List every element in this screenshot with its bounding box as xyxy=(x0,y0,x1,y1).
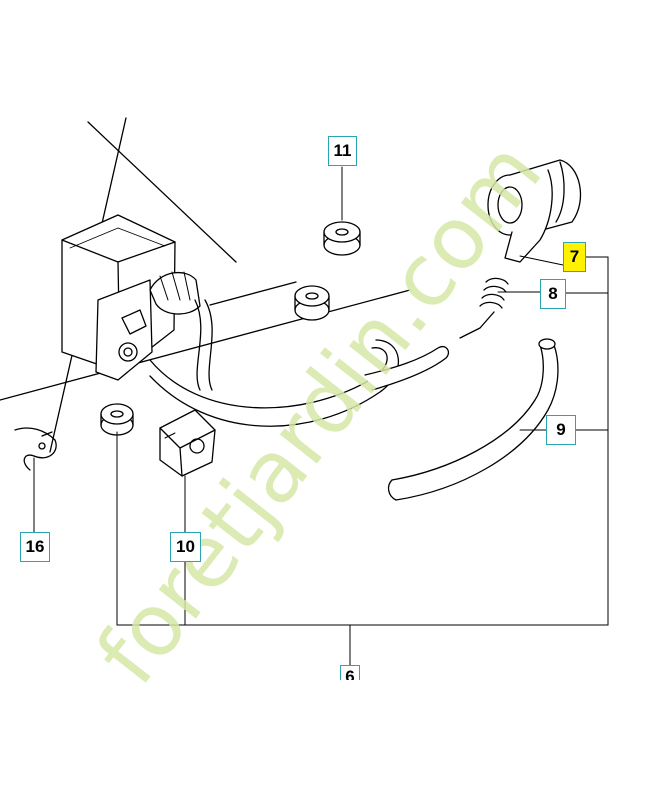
hose-fragment xyxy=(364,345,450,391)
grommet-module xyxy=(100,403,134,436)
callout-7: 7 xyxy=(563,242,586,272)
grommet-11 xyxy=(294,221,361,321)
rubber-block-10 xyxy=(159,409,216,477)
housing-base-line-2 xyxy=(209,281,297,306)
housing-base-line xyxy=(0,289,411,401)
clip-16 xyxy=(14,427,57,471)
ignition-module xyxy=(61,214,201,381)
callout-8: 8 xyxy=(540,279,566,309)
callout-6: 6 xyxy=(340,665,360,680)
ignition-cable xyxy=(149,299,399,427)
spring-8 xyxy=(459,277,509,339)
tank-vent-7 xyxy=(487,159,582,263)
callout-9: 9 xyxy=(546,415,576,445)
callout-11: 11 xyxy=(328,136,357,166)
fuel-hose-9 xyxy=(387,338,559,501)
housing-edge-line xyxy=(87,121,237,263)
callout-16: 16 xyxy=(20,532,50,562)
callout-10: 10 xyxy=(170,532,201,562)
